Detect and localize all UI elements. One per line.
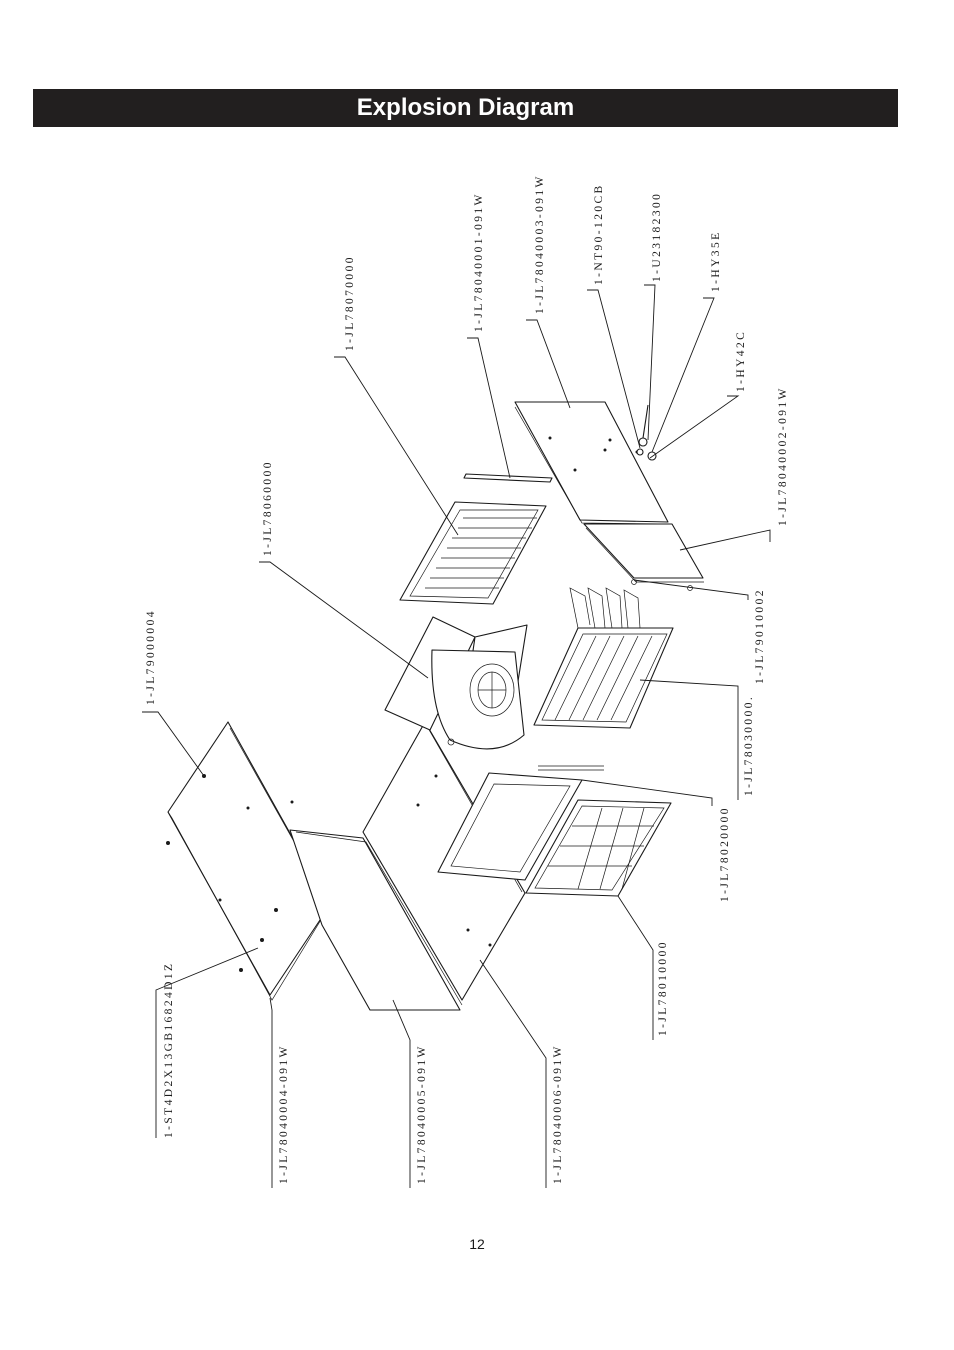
label-1-JL79000004: 1-JL79000004 [145, 609, 157, 705]
label-1-HY42C: 1-HY42C [735, 330, 747, 392]
label-1-JL78010000: 1-JL78010000 [657, 940, 669, 1036]
label-1-ST4D2X13GB16824D1Z: 1-ST4D2X13GB16824D1Z [163, 962, 175, 1138]
title-bar: Explosion Diagram [33, 89, 898, 127]
label-1-HY35E: 1-HY35E [710, 230, 722, 292]
grille-drawing [399, 501, 547, 605]
hardware-drawing [636, 404, 657, 461]
label-1-JL78040003-091W: 1-JL78040003-091W [534, 174, 546, 314]
frame-drawing [437, 765, 604, 881]
label-1-JL78060000: 1-JL78060000 [262, 460, 274, 556]
pleated-filter-drawing [533, 587, 674, 729]
page-number: 12 [469, 1236, 485, 1252]
label-1-JL78040002-091W: 1-JL78040002-091W [777, 386, 789, 526]
page-title: Explosion Diagram [356, 94, 575, 121]
leader-lines [142, 284, 771, 1188]
label-1-JL78040004-091W: 1-JL78040004-091W [278, 1044, 290, 1184]
label-1-JL78040001-091W: 1-JL78040001-091W [473, 192, 485, 332]
label-1-NT90-120CB: 1-NT90-120CB [593, 183, 605, 285]
small-panel-drawing [583, 523, 704, 591]
label-1-JL78040006-091W: 1-JL78040006-091W [552, 1044, 564, 1184]
label-1-JL78070000: 1-JL78070000 [344, 255, 356, 351]
label-1-JL78030000: 1-JL78030000. [743, 695, 755, 796]
part-labels: 1-JL79000004 1-JL78060000 1-JL78070000 1… [145, 174, 789, 1184]
bottom-left-panel-drawing [289, 829, 463, 1011]
label-1-U23182300: 1-U23182300 [651, 192, 663, 282]
label-1-JL79010002: 1-JL79010002 [754, 588, 766, 684]
blower-housing-drawing [384, 616, 528, 750]
label-1-JL78020000: 1-JL78020000 [719, 806, 731, 902]
strip-drawing [463, 473, 553, 483]
label-1-JL78040005-091W: 1-JL78040005-091W [416, 1044, 428, 1184]
